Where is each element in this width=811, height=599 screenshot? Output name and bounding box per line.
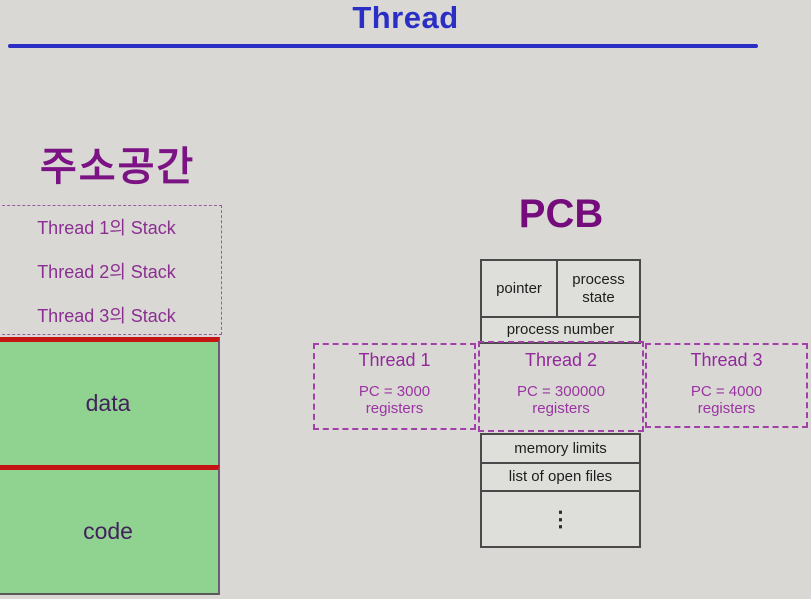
thread1-stack-label: Thread 1의 Stack bbox=[37, 217, 176, 238]
pcb-process-number-label: process number bbox=[506, 321, 615, 339]
thread2-stack-row: Thread 2의 Stack bbox=[0, 253, 221, 289]
pcb-pointer-label: pointer bbox=[496, 279, 542, 297]
thread1-context-box: Thread 1 PC = 3000 registers bbox=[313, 343, 476, 430]
pcb-cell-pointer: pointer bbox=[482, 261, 558, 316]
pcb-cell-process-number: process number bbox=[482, 318, 639, 342]
stack-separator-zigzag-icon bbox=[0, 247, 221, 253]
data-segment: data bbox=[0, 337, 220, 465]
thread1-stack-row: Thread 1의 Stack bbox=[0, 206, 221, 247]
thread1-pc: PC = 3000 bbox=[358, 383, 431, 400]
thread2-stack-label: Thread 2의 Stack bbox=[37, 262, 176, 282]
pcb-process-state-label: process state bbox=[572, 271, 625, 306]
pcb-cell-process-state: process state bbox=[558, 261, 639, 316]
thread2-name: Thread 2 bbox=[524, 350, 598, 370]
thread2-context-box: Thread 2 PC = 300000 registers bbox=[478, 341, 644, 432]
code-segment-label: code bbox=[83, 518, 133, 544]
slide-title: Thread bbox=[352, 0, 459, 35]
pcb-cell-open-files: list of open files bbox=[482, 464, 639, 492]
vertical-ellipsis-icon: ⋮ bbox=[482, 492, 639, 546]
thread2-registers: registers bbox=[532, 400, 590, 417]
pcb-table-lower: memory limits list of open files ⋮ bbox=[480, 433, 641, 548]
pcb-heading: PCB bbox=[518, 192, 604, 236]
thread3-stack-label: Thread 3의 Stack bbox=[37, 305, 176, 326]
thread3-context-box: Thread 3 PC = 4000 registers bbox=[645, 343, 808, 428]
pcb-memory-limits-label: memory limits bbox=[514, 439, 607, 457]
thread3-name: Thread 3 bbox=[690, 350, 763, 370]
thread3-stack-row: Thread 3의 Stack bbox=[0, 295, 221, 334]
pcb-open-files-label: list of open files bbox=[508, 468, 613, 486]
thread3-pc: PC = 4000 bbox=[690, 383, 763, 400]
stack-region: Thread 1의 Stack Thread 2의 Stack bbox=[0, 205, 222, 335]
thread1-name: Thread 1 bbox=[358, 350, 431, 370]
pcb-table-upper: pointer process state process number bbox=[480, 259, 641, 344]
title-underline bbox=[8, 44, 758, 48]
thread2-pc: PC = 300000 bbox=[517, 383, 605, 400]
stack-separator-zigzag-icon bbox=[0, 289, 221, 295]
code-segment: code bbox=[0, 465, 220, 595]
data-segment-label: data bbox=[85, 390, 131, 416]
vertical-ellipsis-glyph: ⋮ bbox=[550, 507, 571, 531]
pcb-cell-memory-limits: memory limits bbox=[482, 435, 639, 464]
thread3-registers: registers bbox=[697, 400, 756, 417]
thread1-registers: registers bbox=[365, 400, 424, 417]
address-space-heading: 주소공간 bbox=[40, 145, 196, 189]
pcb-row-pointer-state: pointer process state bbox=[482, 261, 639, 318]
